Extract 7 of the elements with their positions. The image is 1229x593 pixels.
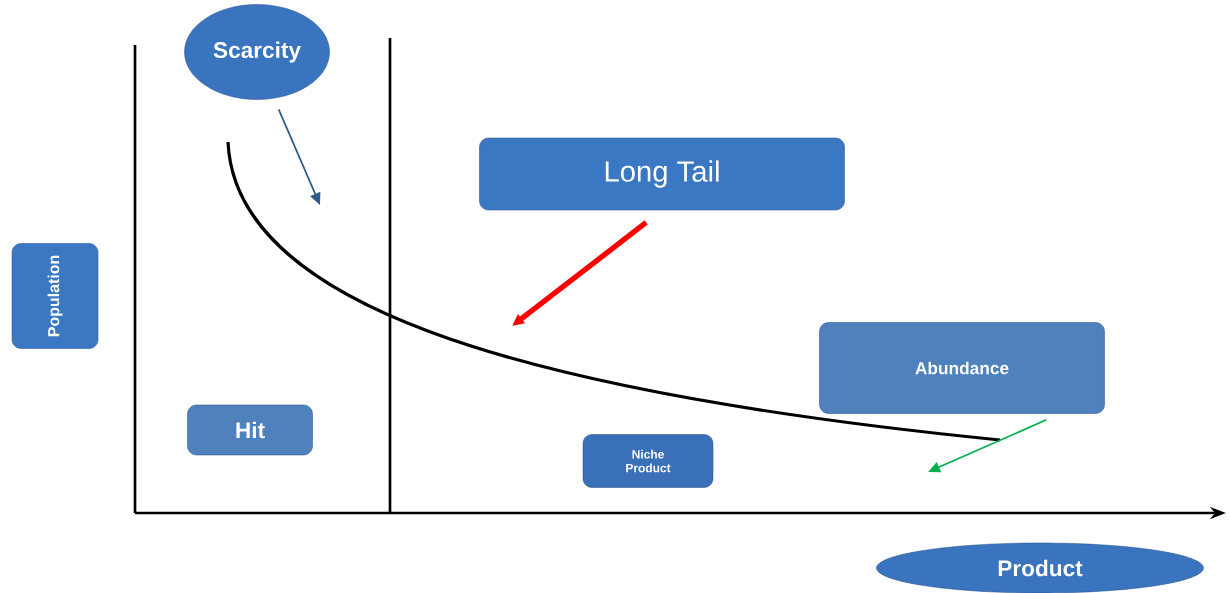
ellipse-node: Scarcity: [184, 4, 330, 100]
ellipse-node: Product: [876, 542, 1204, 593]
rounded-box: Long Tail: [479, 137, 845, 211]
rounded-box: Hit: [187, 404, 313, 456]
rounded-box: Population: [11, 243, 99, 349]
rounded-box: Niche Product: [582, 434, 714, 488]
rounded-box: Abundance: [819, 322, 1105, 414]
